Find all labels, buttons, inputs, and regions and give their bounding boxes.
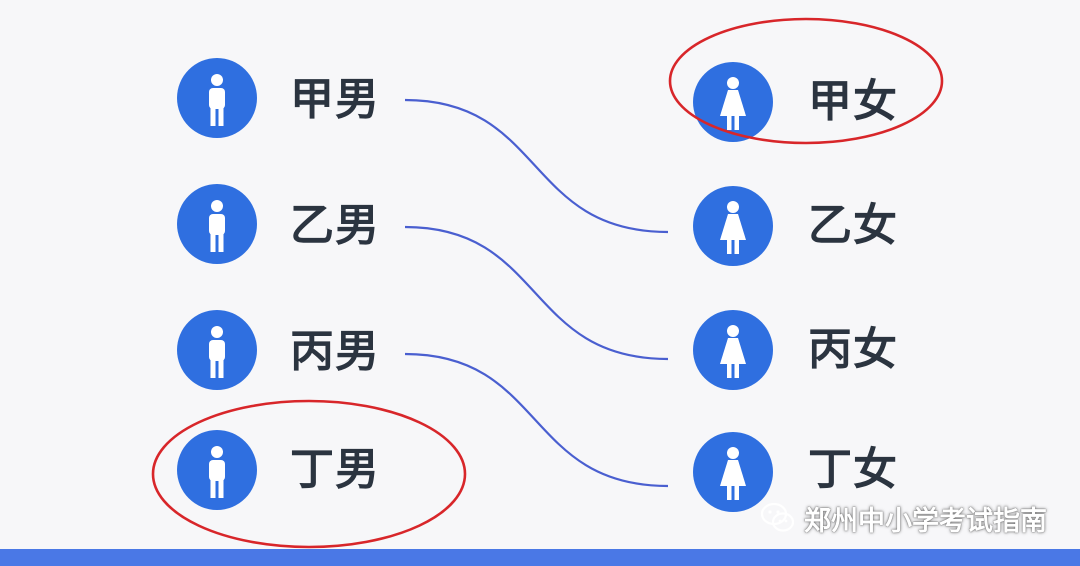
- woman-label-ding: 丁女: [808, 444, 898, 495]
- female-icon: [693, 62, 773, 142]
- watermark: 郑州中小学考试指南: [760, 498, 1047, 538]
- man-label-yi: 乙男: [290, 200, 380, 251]
- man-label-bing: 丙男: [290, 326, 380, 377]
- woman-label-bing: 丙女: [808, 324, 898, 375]
- woman-label-yi: 乙女: [808, 200, 898, 251]
- female-icon: [693, 432, 773, 512]
- male-icon: [177, 184, 257, 264]
- woman-label-jia: 甲女: [808, 76, 898, 127]
- connector-line: [404, 98, 669, 234]
- connector-line: [404, 225, 669, 361]
- highlight-ellipse-jia-woman: [668, 17, 944, 145]
- bottom-bar: [0, 549, 1080, 566]
- connector-line: [404, 352, 669, 488]
- highlight-ellipse-ding-man: [151, 399, 467, 549]
- male-icon: [177, 430, 257, 510]
- wechat-icon: [760, 502, 795, 532]
- male-icon: [177, 310, 257, 390]
- female-icon: [693, 186, 773, 266]
- female-icon: [693, 310, 773, 390]
- male-icon: [177, 58, 257, 138]
- watermark-text: 郑州中小学考试指南: [804, 505, 1047, 537]
- man-label-jia: 甲男: [290, 74, 380, 125]
- man-label-ding: 丁男: [290, 444, 380, 495]
